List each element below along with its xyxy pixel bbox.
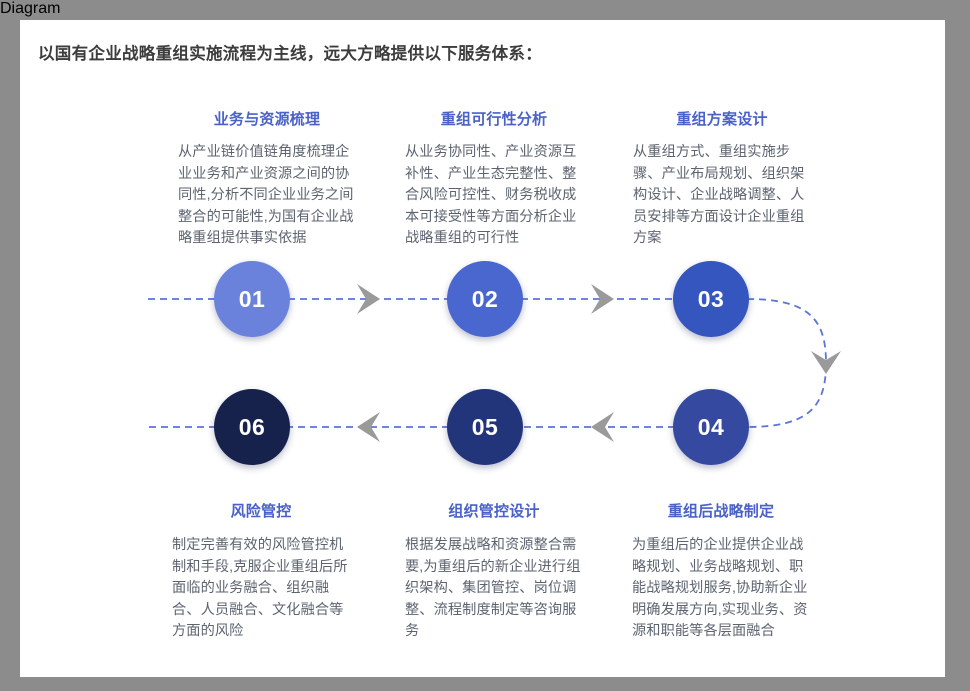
step-node-02[interactable]: 02 — [447, 261, 523, 337]
arrow-left-1 — [591, 412, 614, 442]
step-text-01: 业务与资源梳理 从产业链价值链角度梳理企业业务和产业资源之间的协同性,分析不同企… — [178, 108, 356, 250]
step-heading-03: 重组方案设计 — [676, 111, 768, 128]
page-title: 以国有企业战略重组实施流程为主线，远大方略提供以下服务体系： — [38, 45, 542, 63]
step-number-04: 04 — [697, 413, 725, 440]
step-body-02: 从业务协同性、产业资源互补性、产业生态完整性、整合风险可控性、财务税收成本可接受… — [405, 144, 577, 246]
step-text-05: 组织管控设计 根据发展战略和资源整合需要,为重组后的新企业进行组织架构、集团管控… — [405, 500, 583, 643]
step-number-06: 06 — [238, 413, 266, 440]
dashed-line-wrap — [746, 298, 827, 428]
step-body-05: 根据发展战略和资源整合需要,为重组后的新企业进行组织架构、集团管控、岗位调整、流… — [405, 537, 581, 639]
arrow-right-1 — [357, 284, 380, 314]
step-heading-02: 重组可行性分析 — [440, 111, 548, 128]
step-body-06: 制定完善有效的风险管控机制和手段,克服企业重组后所面临的业务融合、组织融合、人员… — [172, 537, 348, 639]
step-body-01: 从产业链价值链角度梳理企业业务和产业资源之间的协同性,分析不同企业业务之间整合的… — [178, 144, 354, 246]
diagram-card: 以国有企业战略重组实施流程为主线，远大方略提供以下服务体系： — [20, 20, 945, 677]
arrow-right-2 — [591, 284, 614, 314]
step-heading-04: 重组后战略制定 — [667, 503, 775, 520]
step-text-04: 重组后战略制定 为重组后的企业提供企业战略规划、业务战略规划、职能战略规划服务,… — [632, 500, 810, 643]
step-body-04: 为重组后的企业提供企业战略规划、业务战略规划、职能战略规划服务,协助新企业明确发… — [632, 537, 808, 639]
step-number-01: 01 — [238, 285, 266, 312]
step-heading-05: 组织管控设计 — [448, 503, 540, 520]
arrow-left-2 — [357, 412, 380, 442]
step-number-02: 02 — [471, 285, 499, 312]
arrow-down-wrap — [811, 351, 841, 374]
step-heading-06: 风险管控 — [230, 503, 292, 520]
step-node-03[interactable]: 03 — [673, 261, 749, 337]
step-number-05: 05 — [471, 413, 499, 440]
step-text-06: 风险管控 制定完善有效的风险管控机制和手段,克服企业重组后所面临的业务融合、组织… — [172, 500, 350, 643]
step-text-03: 重组方案设计 从重组方式、重组实施步骤、产业布局规划、组织架构设计、企业战略调整… — [633, 108, 811, 250]
step-heading-01: 业务与资源梳理 — [213, 111, 321, 128]
step-number-03: 03 — [697, 285, 725, 312]
step-node-05[interactable]: 05 — [447, 389, 523, 465]
step-text-02: 重组可行性分析 从业务协同性、产业资源互补性、产业生态完整性、整合风险可控性、财… — [405, 108, 583, 250]
step-node-06[interactable]: 06 — [214, 389, 290, 465]
step-node-04[interactable]: 04 — [673, 389, 749, 465]
step-node-01[interactable]: 01 — [214, 261, 290, 337]
step-body-03: 从重组方式、重组实施步骤、产业布局规划、组织架构设计、企业战略调整、人员安排等方… — [633, 144, 805, 246]
